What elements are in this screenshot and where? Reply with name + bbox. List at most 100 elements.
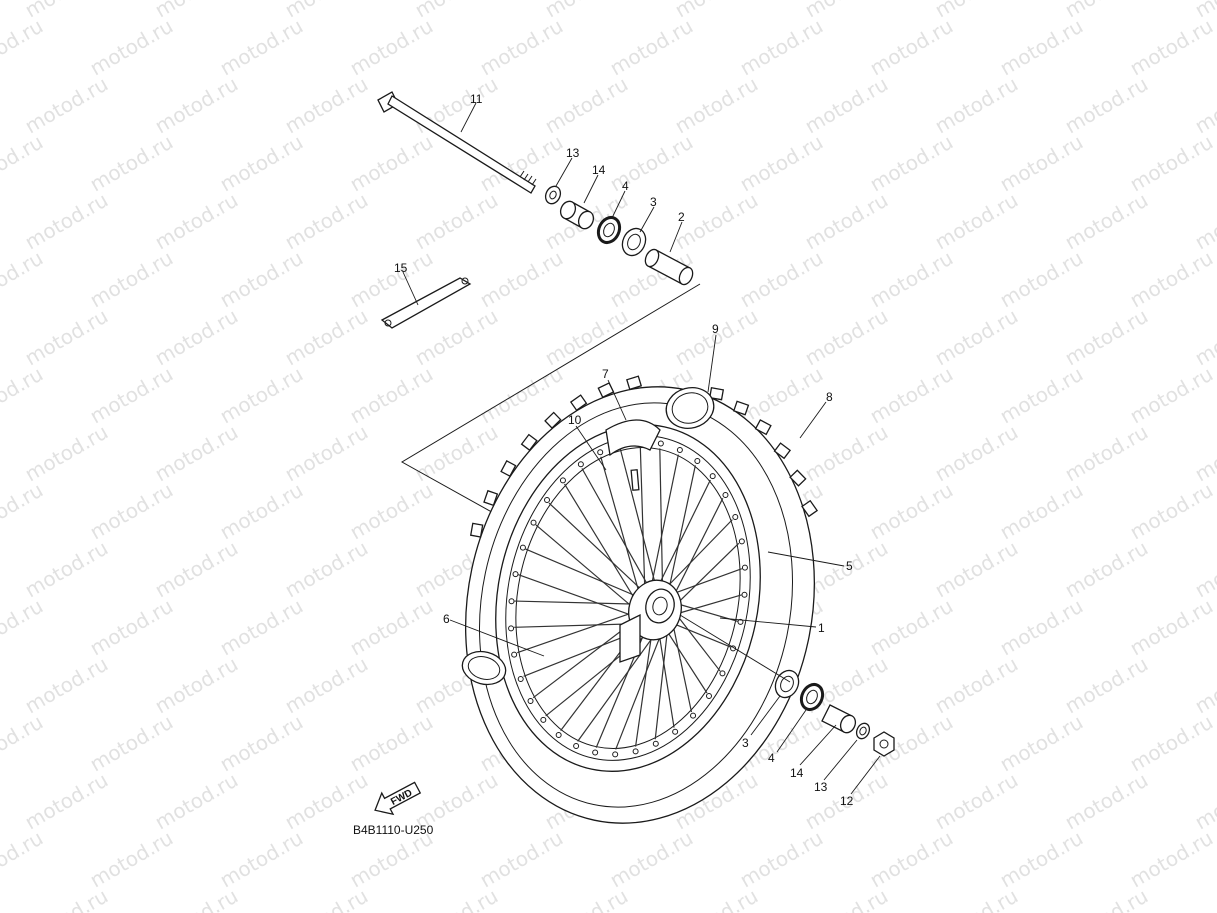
rim-nipple	[741, 564, 748, 571]
watermark-text: motod.ru	[1191, 420, 1217, 487]
rim-nipple	[632, 748, 639, 755]
leader-lines	[402, 102, 881, 795]
spoke	[564, 483, 640, 607]
rim-nipple	[694, 457, 701, 464]
watermark-text: motod.ru	[801, 72, 892, 139]
watermark-text: motod.ru	[1126, 826, 1217, 893]
watermark-text: motod.ru	[86, 130, 177, 197]
watermark-text: motod.ru	[1061, 420, 1152, 487]
tire-knob	[708, 387, 725, 401]
rim-nipple	[738, 538, 745, 545]
watermark-text: motod.ru	[411, 304, 502, 371]
tire-bead-stopper-lower	[461, 650, 507, 686]
watermark-text: motod.ru	[996, 130, 1087, 197]
callout-14-lower: 14	[790, 766, 804, 780]
watermark-text: motod.ru	[0, 14, 47, 81]
watermark-text: motod.ru	[996, 710, 1087, 777]
rim-nipple	[737, 618, 744, 625]
watermark-text: motod.ru	[1191, 536, 1217, 603]
watermark-text: motod.ru	[281, 652, 372, 719]
watermark-text: motod.ru	[1191, 884, 1217, 913]
rim-nipple	[672, 728, 679, 735]
rim-nipple	[555, 732, 562, 739]
spoke	[535, 524, 640, 614]
watermark-text: motod.ru	[411, 884, 502, 913]
callout-8: 8	[826, 390, 833, 404]
collar-washer-lower	[855, 722, 871, 740]
rim-nipple	[719, 670, 726, 677]
watermark-text: motod.ru	[931, 652, 1022, 719]
rim-nipple	[511, 651, 518, 658]
callout-14-upper: 14	[592, 163, 606, 177]
rim-nipple	[508, 598, 515, 605]
rim-nipple	[657, 440, 664, 447]
watermark-text: motod.ru	[216, 130, 307, 197]
callout-1: 1	[818, 621, 825, 635]
callout-3-lower: 3	[742, 736, 749, 750]
watermark-text: motod.ru	[1191, 72, 1217, 139]
spoke	[517, 609, 640, 654]
watermark-text: motod.ru	[736, 362, 827, 429]
spacer	[644, 248, 694, 286]
spoke	[581, 468, 653, 593]
callout-11: 11	[470, 92, 483, 106]
rim-nipple	[512, 571, 519, 578]
watermark-text: motod.ru	[996, 362, 1087, 429]
watermark-text: motod.ru	[736, 130, 827, 197]
bearing-lower	[774, 669, 800, 699]
watermark-text: motod.ru	[0, 710, 47, 777]
watermark-text: motod.ru	[996, 826, 1087, 893]
watermark-text: motod.ru	[21, 304, 112, 371]
spoke	[634, 627, 654, 747]
watermark-text: motod.ru	[86, 478, 177, 545]
watermark-text: motod.ru	[801, 304, 892, 371]
watermark-text: motod.ru	[866, 14, 957, 81]
collar-upper	[559, 200, 595, 230]
watermark-text: motod.ru	[86, 710, 177, 777]
oil-seal-lower	[799, 682, 825, 712]
watermark-text: motod.ru	[86, 362, 177, 429]
spoke	[548, 502, 648, 596]
rim-nipple	[709, 473, 716, 480]
watermark-text: motod.ru	[411, 72, 502, 139]
front-axle	[377, 91, 537, 194]
callout-13-lower: 13	[814, 780, 828, 794]
spoke	[659, 448, 664, 595]
watermark-text: motod.ru	[541, 72, 632, 139]
tire-knob	[469, 522, 484, 538]
watermark-text: motod.ru	[0, 130, 47, 197]
watermark-text: motod.ru	[866, 362, 957, 429]
rim-nipple	[508, 625, 515, 632]
watermark-text: motod.ru	[0, 246, 47, 313]
watermark-text: motod.ru	[216, 14, 307, 81]
watermark-text: motod.ru	[1061, 188, 1152, 255]
spoke	[619, 449, 658, 593]
rim-nipple	[741, 591, 748, 598]
callout-labels: 11 13 14 4 3 2 15 9 7 8 10 5 1 6 3 4 14 …	[394, 92, 854, 808]
callout-15: 15	[394, 261, 408, 275]
watermark-text: motod.ru	[1061, 72, 1152, 139]
spoke	[577, 626, 661, 742]
spoke	[669, 498, 724, 604]
watermark-text: motod.ru	[151, 304, 242, 371]
axle-nut	[873, 731, 895, 757]
watermark-text: motod.ru	[346, 362, 437, 429]
watermark-text: motod.ru	[606, 130, 697, 197]
rim-band	[605, 419, 661, 457]
rim-nipple	[577, 461, 584, 468]
watermark-text: motod.ru	[1191, 304, 1217, 371]
callout-13-upper: 13	[566, 146, 580, 160]
watermark-text: motod.ru	[151, 652, 242, 719]
watermark-text: motod.ru	[0, 362, 47, 429]
spoke	[670, 542, 740, 611]
watermark-text: motod.ru	[866, 130, 957, 197]
watermark-text: motod.ru	[346, 710, 437, 777]
spoke	[657, 627, 675, 728]
rim-nipple	[597, 449, 604, 456]
watermark-text: motod.ru	[931, 536, 1022, 603]
watermark-text: motod.ru	[21, 768, 112, 835]
watermark-text: motod.ru	[0, 594, 47, 661]
watermark-text: motod.ru	[21, 420, 112, 487]
watermark-text: motod.ru	[21, 72, 112, 139]
rim-nipple	[612, 751, 619, 758]
